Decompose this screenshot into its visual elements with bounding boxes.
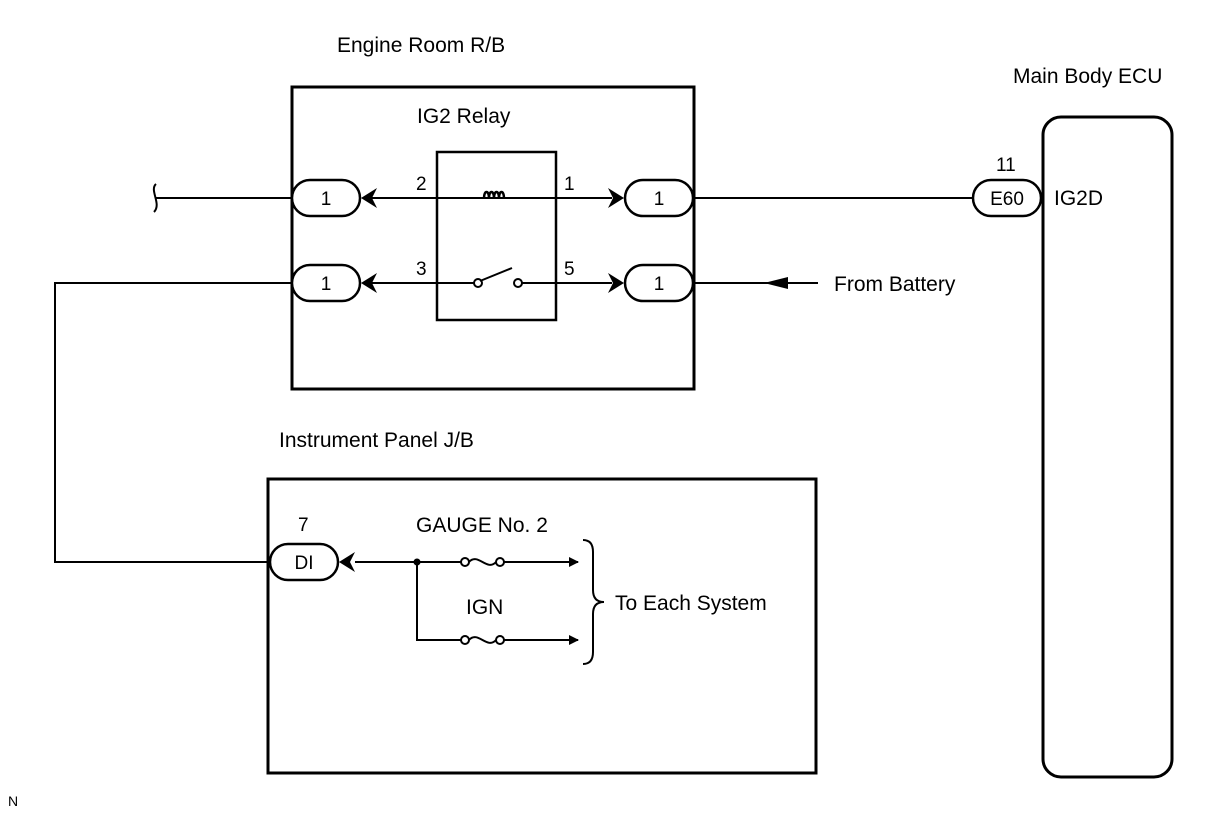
svg-text:1: 1 bbox=[654, 189, 665, 210]
fuse-ign-label: IGN bbox=[466, 596, 503, 619]
instrument-panel-title: Instrument Panel J/B bbox=[279, 429, 474, 452]
to-each-system-label: To Each System bbox=[615, 592, 767, 615]
ecu-terminal-ig2d: IG2D bbox=[1054, 187, 1103, 210]
pin-5: 5 bbox=[564, 259, 575, 280]
svg-text:E60: E60 bbox=[990, 189, 1024, 210]
ecu-pin-11: 11 bbox=[996, 155, 1016, 176]
pin-3: 3 bbox=[416, 259, 427, 280]
engine-room-title: Engine Room R/B bbox=[337, 34, 505, 57]
svg-text:1: 1 bbox=[321, 189, 332, 210]
switch-blade-icon bbox=[479, 267, 513, 282]
wire-to-instrument-panel bbox=[54, 282, 292, 563]
ecu-box bbox=[1041, 115, 1174, 779]
fuse-gauge-icon bbox=[460, 557, 505, 567]
switch-contact-right bbox=[513, 278, 523, 288]
connector-bottom-left: 1 bbox=[290, 263, 377, 303]
engine-room-box bbox=[290, 85, 696, 391]
from-battery-label: From Battery bbox=[834, 273, 956, 296]
connector-di: DI bbox=[268, 542, 355, 582]
ecu-connector-e60: E60 bbox=[971, 178, 1043, 218]
svg-text:DI: DI bbox=[295, 553, 314, 574]
di-pin-7: 7 bbox=[298, 515, 309, 536]
relay-title: IG2 Relay bbox=[417, 105, 511, 128]
relay-box bbox=[435, 150, 558, 322]
wire-ign-branch bbox=[416, 562, 461, 641]
connector-arrow-icon bbox=[361, 188, 377, 208]
brace-icon bbox=[582, 539, 605, 665]
connector-top-left: 1 bbox=[290, 178, 377, 218]
arrow-left-icon bbox=[764, 277, 788, 289]
connector-bottom-right: 1 bbox=[608, 263, 695, 303]
connector-arrow-icon bbox=[608, 273, 624, 293]
connector-arrow-icon bbox=[608, 188, 624, 208]
connector-arrow-icon bbox=[339, 552, 355, 572]
connector-arrow-icon bbox=[361, 273, 377, 293]
corner-mark: N bbox=[8, 793, 18, 809]
pin-1: 1 bbox=[564, 174, 575, 195]
svg-text:1: 1 bbox=[321, 274, 332, 295]
instrument-panel-box bbox=[266, 477, 818, 775]
ecu-title: Main Body ECU bbox=[1013, 65, 1162, 88]
fuse-gauge-label: GAUGE No. 2 bbox=[416, 514, 548, 537]
svg-text:1: 1 bbox=[654, 274, 665, 295]
pin-2: 2 bbox=[416, 174, 427, 195]
wire-break-icon bbox=[152, 183, 158, 213]
connector-top-right: 1 bbox=[608, 178, 695, 218]
fuse-ign-icon bbox=[460, 635, 505, 645]
coil-icon bbox=[482, 190, 506, 199]
